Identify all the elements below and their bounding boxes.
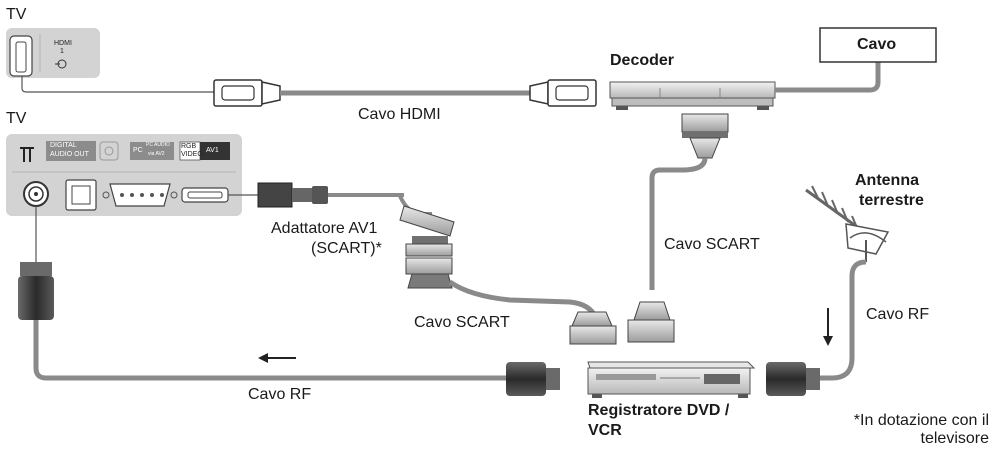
tv-label-top: TV bbox=[6, 6, 27, 23]
rf-plug-recorder-right bbox=[766, 362, 820, 396]
av1-label: AV1 bbox=[206, 147, 219, 154]
video-label: VIDEO bbox=[181, 151, 203, 158]
decoder-cable-line bbox=[775, 62, 881, 93]
scart-cable-right-label: Cavo SCART bbox=[664, 236, 760, 253]
recorder-label-1: Registratore DVD / bbox=[588, 402, 730, 419]
rf-cable-bottom bbox=[33, 320, 506, 381]
cavo-box bbox=[819, 27, 937, 63]
av1-adapter-plug bbox=[257, 182, 328, 208]
hdmi-port-icon bbox=[9, 35, 33, 77]
scart-cable-left-label: Cavo SCART bbox=[414, 314, 510, 331]
decoder-label: Decoder bbox=[610, 52, 675, 69]
rf-cable-antenna bbox=[820, 259, 867, 381]
rf-plug-tv bbox=[18, 262, 54, 320]
scart-plug-decoder bbox=[681, 113, 729, 159]
recorder-label-2: VCR bbox=[588, 422, 622, 439]
scart-adapter-top bbox=[398, 195, 455, 257]
hdmi-cable-thin bbox=[21, 76, 214, 93]
pc-port-icon bbox=[102, 183, 178, 207]
digital-audio-label-2: AUDIO OUT bbox=[50, 151, 89, 158]
pc-audio-label-2: via AV2 bbox=[148, 151, 165, 157]
adapter-label-1: Adattatore AV1 bbox=[271, 220, 378, 237]
footnote-line-1: *In dotazione con il bbox=[853, 412, 989, 429]
footnote-line-2: televisore bbox=[920, 430, 989, 447]
hdmi-input-icon bbox=[55, 59, 67, 69]
pc-label: PC bbox=[133, 147, 143, 154]
rf-plug-recorder-left bbox=[506, 362, 560, 396]
tv-label-bottom: TV bbox=[6, 110, 27, 127]
terrestrial-antenna-icon bbox=[805, 185, 890, 262]
digital-audio-label-1: DIGITAL bbox=[50, 142, 77, 149]
hdmi-cable-label: Cavo HDMI bbox=[358, 106, 441, 123]
scart-plug-recorder-left bbox=[569, 311, 617, 345]
hdmi-plug-right bbox=[529, 79, 597, 107]
rf-cable-right-label: Cavo RF bbox=[866, 306, 930, 323]
antenna-label-1: Antenna bbox=[855, 172, 919, 189]
hdmi-plug-left bbox=[213, 79, 281, 107]
flow-arrow-down bbox=[823, 308, 833, 346]
rf-input-port-icon bbox=[23, 181, 49, 207]
rgb-label: RGB bbox=[181, 143, 197, 150]
hdmi-port-number: 1 bbox=[60, 48, 64, 55]
cavo-box-label: Cavo bbox=[857, 36, 897, 53]
pc-audio-label-1: PC AUDIO bbox=[146, 142, 170, 148]
hdmi-port-name: HDMI bbox=[54, 40, 72, 47]
adapter-label-2: (SCART)* bbox=[311, 240, 382, 257]
dvd-recorder-device bbox=[587, 361, 756, 398]
antenna-label-2: terrestre bbox=[859, 192, 924, 209]
scart-plug-recorder-right bbox=[627, 301, 675, 343]
rf-cable-bottom-label: Cavo RF bbox=[248, 386, 312, 403]
decoder-device bbox=[609, 81, 776, 110]
scart-cable-left bbox=[448, 279, 599, 320]
antenna-symbol-icon bbox=[20, 147, 34, 162]
av1-port-icon bbox=[181, 187, 229, 203]
flow-arrow-left bbox=[258, 353, 296, 363]
optical-port-icon bbox=[65, 179, 97, 211]
scart-plug-left bbox=[405, 257, 453, 289]
tv-av-panel bbox=[6, 134, 242, 216]
scart-cable-right bbox=[649, 157, 708, 290]
tv-hdmi-panel bbox=[6, 28, 100, 78]
optical-output-icon bbox=[99, 141, 119, 161]
